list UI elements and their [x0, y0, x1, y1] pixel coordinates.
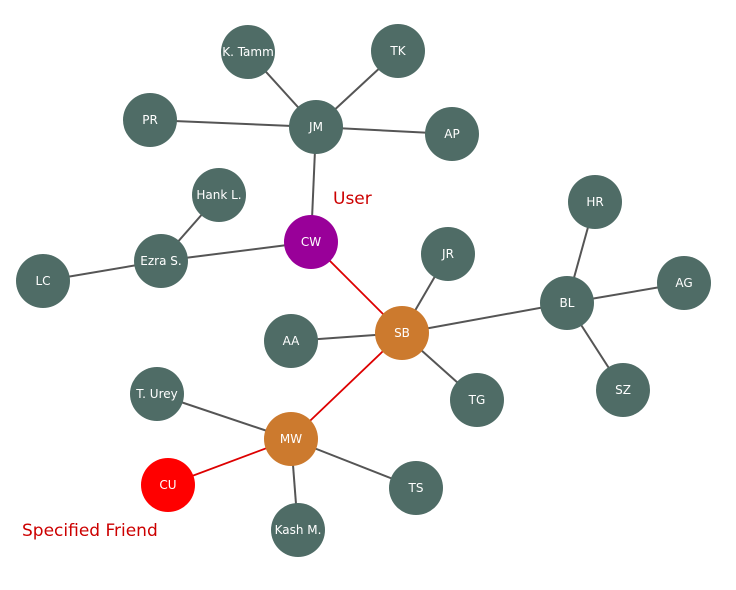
node-circle[interactable]	[371, 24, 425, 78]
node-label: JM	[308, 120, 323, 134]
node-kash-m[interactable]: Kash M.	[271, 503, 325, 557]
node-label: T. Urey	[135, 387, 177, 401]
node-label: CW	[301, 235, 321, 249]
node-hank-l[interactable]: Hank L.	[192, 168, 246, 222]
node-label: TK	[389, 44, 406, 58]
node-label: MW	[280, 432, 302, 446]
node-label: SZ	[615, 383, 631, 397]
node-label: Ezra S.	[140, 254, 181, 268]
node-label: TS	[408, 481, 424, 495]
node-label: BL	[560, 296, 575, 310]
node-circle[interactable]	[568, 175, 622, 229]
edge-sb-bl	[401, 302, 568, 334]
user-annotation: User	[333, 189, 372, 209]
node-label: TG	[468, 393, 486, 407]
node-circle[interactable]	[657, 256, 711, 310]
node-label: AA	[283, 334, 301, 348]
node-circle[interactable]	[141, 458, 195, 512]
node-ag[interactable]: AG	[657, 256, 711, 310]
node-circle[interactable]	[389, 461, 443, 515]
node-label: Kash M.	[275, 523, 322, 537]
node-circle[interactable]	[289, 100, 343, 154]
node-label: PR	[142, 113, 158, 127]
node-t-urey[interactable]: T. Urey	[130, 367, 184, 421]
node-label: K. Tamm	[222, 45, 274, 59]
node-label: SB	[394, 326, 410, 340]
node-ezra-s[interactable]: Ezra S.	[134, 234, 188, 288]
node-ap[interactable]: AP	[425, 107, 479, 161]
node-circle[interactable]	[271, 503, 325, 557]
node-pr[interactable]: PR	[123, 93, 177, 147]
node-circle[interactable]	[264, 412, 318, 466]
node-k-tamm[interactable]: K. Tamm	[221, 25, 275, 79]
node-circle[interactable]	[123, 93, 177, 147]
node-circle[interactable]	[221, 25, 275, 79]
node-mw[interactable]: MW	[264, 412, 318, 466]
node-sz[interactable]: SZ	[596, 363, 650, 417]
node-label: Hank L.	[196, 188, 241, 202]
node-circle[interactable]	[134, 234, 188, 288]
node-cu[interactable]: CU	[141, 458, 195, 512]
node-circle[interactable]	[450, 373, 504, 427]
node-label: AP	[444, 127, 459, 141]
node-tg[interactable]: TG	[450, 373, 504, 427]
node-sb[interactable]: SB	[375, 306, 429, 360]
node-circle[interactable]	[130, 367, 184, 421]
node-circle[interactable]	[264, 314, 318, 368]
node-hr[interactable]: HR	[568, 175, 622, 229]
node-circle[interactable]	[192, 168, 246, 222]
node-jm[interactable]: JM	[289, 100, 343, 154]
node-tk[interactable]: TK	[371, 24, 425, 78]
node-circle[interactable]	[425, 107, 479, 161]
node-bl[interactable]: BL	[540, 276, 594, 330]
node-aa[interactable]: AA	[264, 314, 318, 368]
node-circle[interactable]	[540, 276, 594, 330]
node-cw[interactable]: CW	[284, 215, 338, 269]
node-circle[interactable]	[421, 227, 475, 281]
node-circle[interactable]	[284, 215, 338, 269]
node-ts[interactable]: TS	[389, 461, 443, 515]
node-label: AG	[675, 276, 692, 290]
node-label: LC	[35, 274, 50, 288]
node-label: HR	[586, 195, 603, 209]
nodes-layer: K. Tamm TK PR JM AP Hank L. HR CW Ezra S. LC JR AG B…	[16, 24, 711, 557]
node-lc[interactable]: LC	[16, 254, 70, 308]
node-circle[interactable]	[16, 254, 70, 308]
edge-jm-pr	[149, 119, 317, 128]
specified-friend-annotation: Specified Friend	[22, 521, 158, 541]
node-circle[interactable]	[375, 306, 429, 360]
node-label: CU	[159, 478, 176, 492]
node-label: JR	[441, 247, 454, 261]
node-jr[interactable]: JR	[421, 227, 475, 281]
node-circle[interactable]	[596, 363, 650, 417]
